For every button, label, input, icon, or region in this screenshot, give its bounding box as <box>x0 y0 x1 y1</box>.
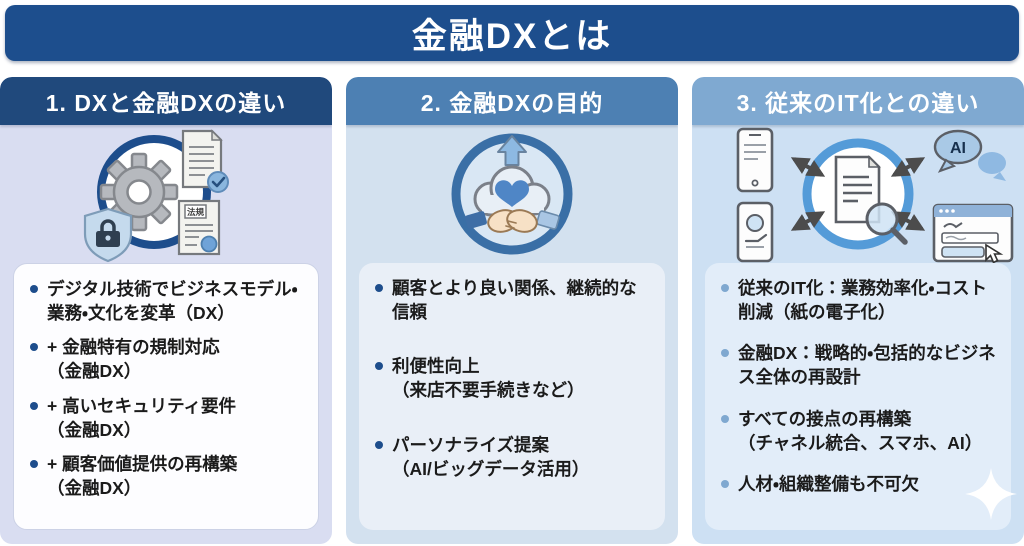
cloud-handshake-growth-icon <box>451 133 573 255</box>
document-magnifier-network-icon: AI <box>736 127 1014 263</box>
panel-1-content: デジタル技術でビジネスモデル・業務・文化を変革（DX） + 金融特有の規制対応 … <box>13 263 319 530</box>
bullet-item: + 高いセキュリティ要件 （金融DX） <box>26 394 306 442</box>
magnifier-icon <box>865 202 908 245</box>
check-circle-icon <box>206 171 229 193</box>
bullet-item: 利便性向上 （来店不要手続きなど） <box>371 354 653 402</box>
growth-arrow-icon <box>497 135 527 166</box>
smartphone-icon <box>736 127 774 193</box>
heart-icon <box>495 180 529 207</box>
panel-2-content: 顧客とより良い関係、継続的な信頼 利便性向上 （来店不要手続きなど） パーソナラ… <box>359 263 665 530</box>
shield-lock-icon <box>83 207 132 263</box>
panel-dx-vs-kinyudx: 1. DXと金融DXの違い <box>0 77 332 544</box>
seal-circle-icon <box>200 235 217 253</box>
ai-chat-icon: AI <box>933 129 1006 181</box>
ai-label: AI <box>950 140 966 157</box>
bullet-item: 従来のIT化：業務効率化・コスト削減（紙の電子化） <box>717 276 999 324</box>
panel-2-icon-area <box>346 125 678 263</box>
panel-3-header: 3. 従来のIT化との違い <box>692 77 1024 125</box>
bullet-item: 金融DX：戦略的・包括的なビジネス全体の再設計 <box>717 341 999 389</box>
bullet-item: + 顧客価値提供の再構築 （金融DX） <box>26 452 306 500</box>
panel-1-header: 1. DXと金融DXの違い <box>0 77 332 125</box>
checked-document-icon <box>181 129 229 193</box>
panel-2-header-label: 2. 金融DXの目的 <box>420 90 604 116</box>
panel-2-bullet-list: 顧客とより良い関係、継続的な信頼 利便性向上 （来店不要手続きなど） パーソナラ… <box>371 276 653 481</box>
document-icon <box>834 155 881 224</box>
regulation-document-icon: 法規 <box>177 199 220 256</box>
chat-bubble-icon <box>978 152 1006 174</box>
cursor-icon <box>985 243 1004 263</box>
connection-arrows <box>790 157 926 231</box>
panel-3-header-label: 3. 従来のIT化との違い <box>736 90 980 116</box>
panel-vs-traditional-it: 3. 従来のIT化との違い <box>692 77 1024 544</box>
panel-3-icon-area: AI <box>692 125 1024 263</box>
bullet-item: すべての接点の再構築 （チャネル統合、スマホ、AI） <box>717 407 999 455</box>
panel-1-bullet-list: デジタル技術でビジネスモデル・業務・文化を変革（DX） + 金融特有の規制対応 … <box>26 277 306 500</box>
bullet-item: デジタル技術でビジネスモデル・業務・文化を変革（DX） <box>26 277 306 325</box>
columns: 1. DXと金融DXの違い <box>0 77 1024 544</box>
gear-icon <box>99 152 178 232</box>
bullet-item: パーソナライズ提案 （AI/ビッグデータ活用） <box>371 433 653 481</box>
mobile-payment-icon <box>736 201 774 263</box>
browser-form-icon <box>932 203 1014 263</box>
panel-1-icon-area: 法規 <box>0 125 332 263</box>
bullet-item: 顧客とより良い関係、継続的な信頼 <box>371 276 653 324</box>
regulation-label: 法規 <box>186 207 204 217</box>
gear-shield-documents-icon: 法規 <box>83 129 229 263</box>
sparkle-icon <box>965 468 1017 520</box>
panel-3-bullet-list: 従来のIT化：業務効率化・コスト削減（紙の電子化） 金融DX：戦略的・包括的なビ… <box>717 276 999 496</box>
handshake-icon <box>465 209 560 233</box>
panel-kinyudx-purpose: 2. 金融DXの目的 <box>346 77 678 544</box>
panel-3-content: 従来のIT化：業務効率化・コスト削減（紙の電子化） 金融DX：戦略的・包括的なビ… <box>705 263 1017 530</box>
title-banner: 金融DXとは <box>5 5 1019 61</box>
panel-1-header-label: 1. DXと金融DXの違い <box>45 90 287 116</box>
bullet-item: 人材・組織整備も不可欠 <box>717 472 999 496</box>
bullet-item: + 金融特有の規制対応 （金融DX） <box>26 335 306 383</box>
page-title: 金融DXとは <box>411 16 613 56</box>
panel-2-header: 2. 金融DXの目的 <box>346 77 678 125</box>
